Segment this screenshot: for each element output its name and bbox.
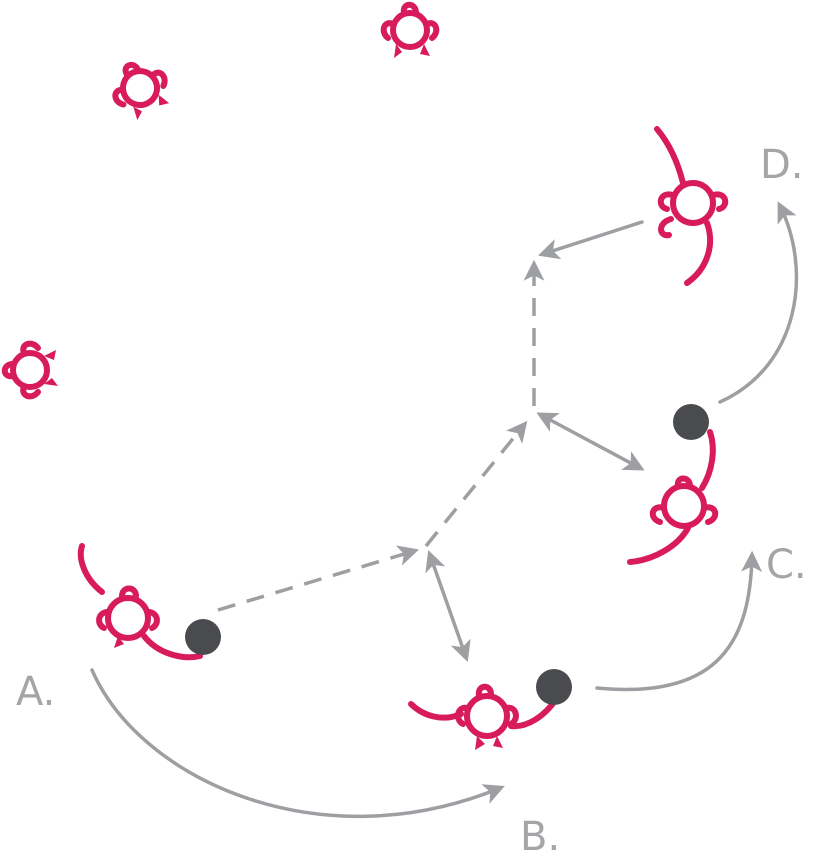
curve-arrow-a-to-b — [90, 668, 505, 819]
player-icon-idle-2 — [105, 54, 175, 124]
player-icon-a — [77, 543, 203, 661]
curve-arrow-b-to-c — [595, 550, 763, 692]
ball-icon-b — [536, 669, 572, 705]
player-icon-b — [408, 683, 560, 750]
dashed-run-segment-2 — [424, 420, 528, 548]
double-arrow-b — [425, 550, 471, 662]
player-icon-d — [654, 126, 729, 286]
curve-arrow-c-to-d — [718, 201, 799, 404]
player-icon-idle-3 — [5, 344, 58, 397]
ball-icon-c — [673, 404, 709, 440]
player-icon-idle-1 — [384, 5, 437, 58]
dashed-run-segment-1 — [217, 545, 420, 612]
ball-icon-a — [185, 619, 221, 655]
player-icon-c — [627, 429, 719, 565]
label-d: D. — [760, 142, 804, 188]
arrow-d-to-path — [538, 220, 644, 260]
label-a: A. — [16, 669, 55, 715]
label-b: B. — [520, 814, 560, 856]
double-arrow-c — [536, 412, 645, 471]
label-c: C. — [766, 542, 807, 588]
